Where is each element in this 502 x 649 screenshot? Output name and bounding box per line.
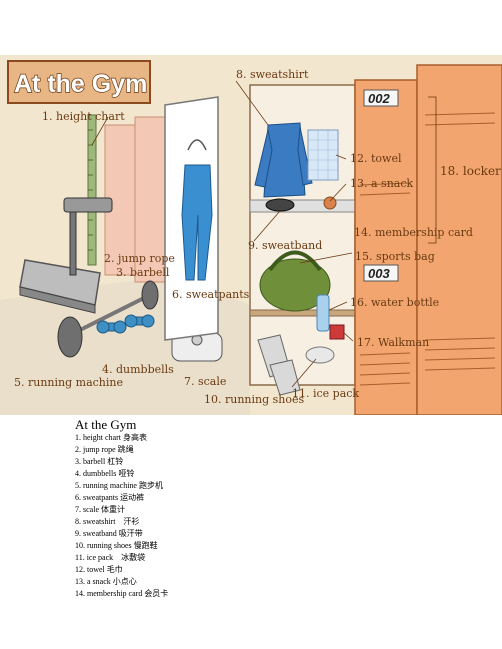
label-sweatshirt: 8. sweatshirt: [236, 68, 309, 81]
vocabulary-section: At the Gym 1. height chart 身高表 2. jump r…: [75, 418, 475, 600]
gym-illustration: At the Gym: [0, 55, 502, 415]
vocabulary-item: 13. a snack 小点心: [75, 577, 137, 586]
towel: [307, 129, 339, 181]
vocabulary-item: 3. barbell 杠铃: [75, 457, 124, 466]
title-plate: [7, 60, 151, 104]
label-locker: 18. locker: [440, 164, 501, 178]
locker-number-plate-2: [363, 264, 399, 282]
vocabulary-item: 4. dumbbells 哑铃: [75, 469, 135, 478]
label-a-snack: 13. a snack: [350, 177, 413, 190]
label-height-chart: 1. height chart: [42, 110, 125, 123]
walkman: [329, 324, 345, 340]
locker-number-2: 003: [368, 266, 390, 281]
vocabulary-item: 11. ice pack 冰敷袋: [75, 553, 146, 562]
vocabulary-item: 7. scale 体重计: [75, 505, 125, 514]
locker-number-1: 002: [368, 91, 390, 106]
water-bottle: [316, 294, 330, 332]
vocabulary-item: 6. sweatpants 运动裤: [75, 493, 145, 502]
label-leader-lines: [91, 80, 437, 388]
label-dumbbells: 4. dumbbells: [102, 363, 174, 376]
label-walkman: 17. Walkman: [357, 336, 429, 349]
hanger-left: [187, 139, 207, 151]
sweatband: [265, 198, 295, 212]
vocabulary-item: 5. running machine 跑步机: [75, 481, 163, 490]
sweatshirt: [254, 122, 313, 198]
label-membership-card: 14. membership card: [354, 226, 473, 239]
vocabulary-item: 10. running shoes 慢跑鞋: [75, 541, 158, 550]
locker-number-plate-1: [363, 89, 399, 107]
label-scale: 7. scale: [184, 375, 226, 388]
sweatpants: [181, 164, 213, 281]
label-water-bottle: 16. water bottle: [350, 296, 439, 309]
vocabulary-title: At the Gym: [75, 417, 137, 432]
vocabulary-item: 8. sweatshirt 汗衫: [75, 517, 140, 526]
right-lockers: [354, 64, 502, 415]
label-jump-rope: 2. jump rope: [104, 252, 175, 265]
label-sweatpants: 6. sweatpants: [172, 288, 250, 301]
ice-pack: [305, 346, 335, 364]
barbell: [57, 280, 159, 358]
running-machine: [19, 197, 113, 314]
vocabulary-item: 14. membership card 会员卡: [75, 589, 169, 598]
vocabulary-item: 1. height chart 身高表: [75, 433, 147, 442]
label-towel: 12. towel: [350, 152, 402, 165]
sports-bag: [259, 250, 331, 312]
label-sports-bag: 15. sports bag: [355, 250, 435, 263]
vocabulary-list: 1. height chart 身高表 2. jump rope 跳绳 3. b…: [75, 432, 475, 600]
label-sweatband: 9. sweatband: [248, 239, 322, 252]
label-barbell: 3. barbell: [116, 266, 170, 279]
illustration-title: At the Gym: [14, 70, 147, 98]
label-running-machine: 5. running machine: [14, 376, 123, 389]
vocabulary-item: 2. jump rope 跳绳: [75, 445, 134, 454]
label-running-shoes: 10. running shoes: [204, 393, 305, 406]
vocabulary-item: 12. towel 毛巾: [75, 565, 123, 574]
vocabulary-item: 9. sweatband 吸汗带: [75, 529, 143, 538]
snack: [323, 196, 337, 210]
dumbbells: [96, 314, 155, 334]
label-ice-pack: 11. ice pack: [292, 387, 359, 400]
